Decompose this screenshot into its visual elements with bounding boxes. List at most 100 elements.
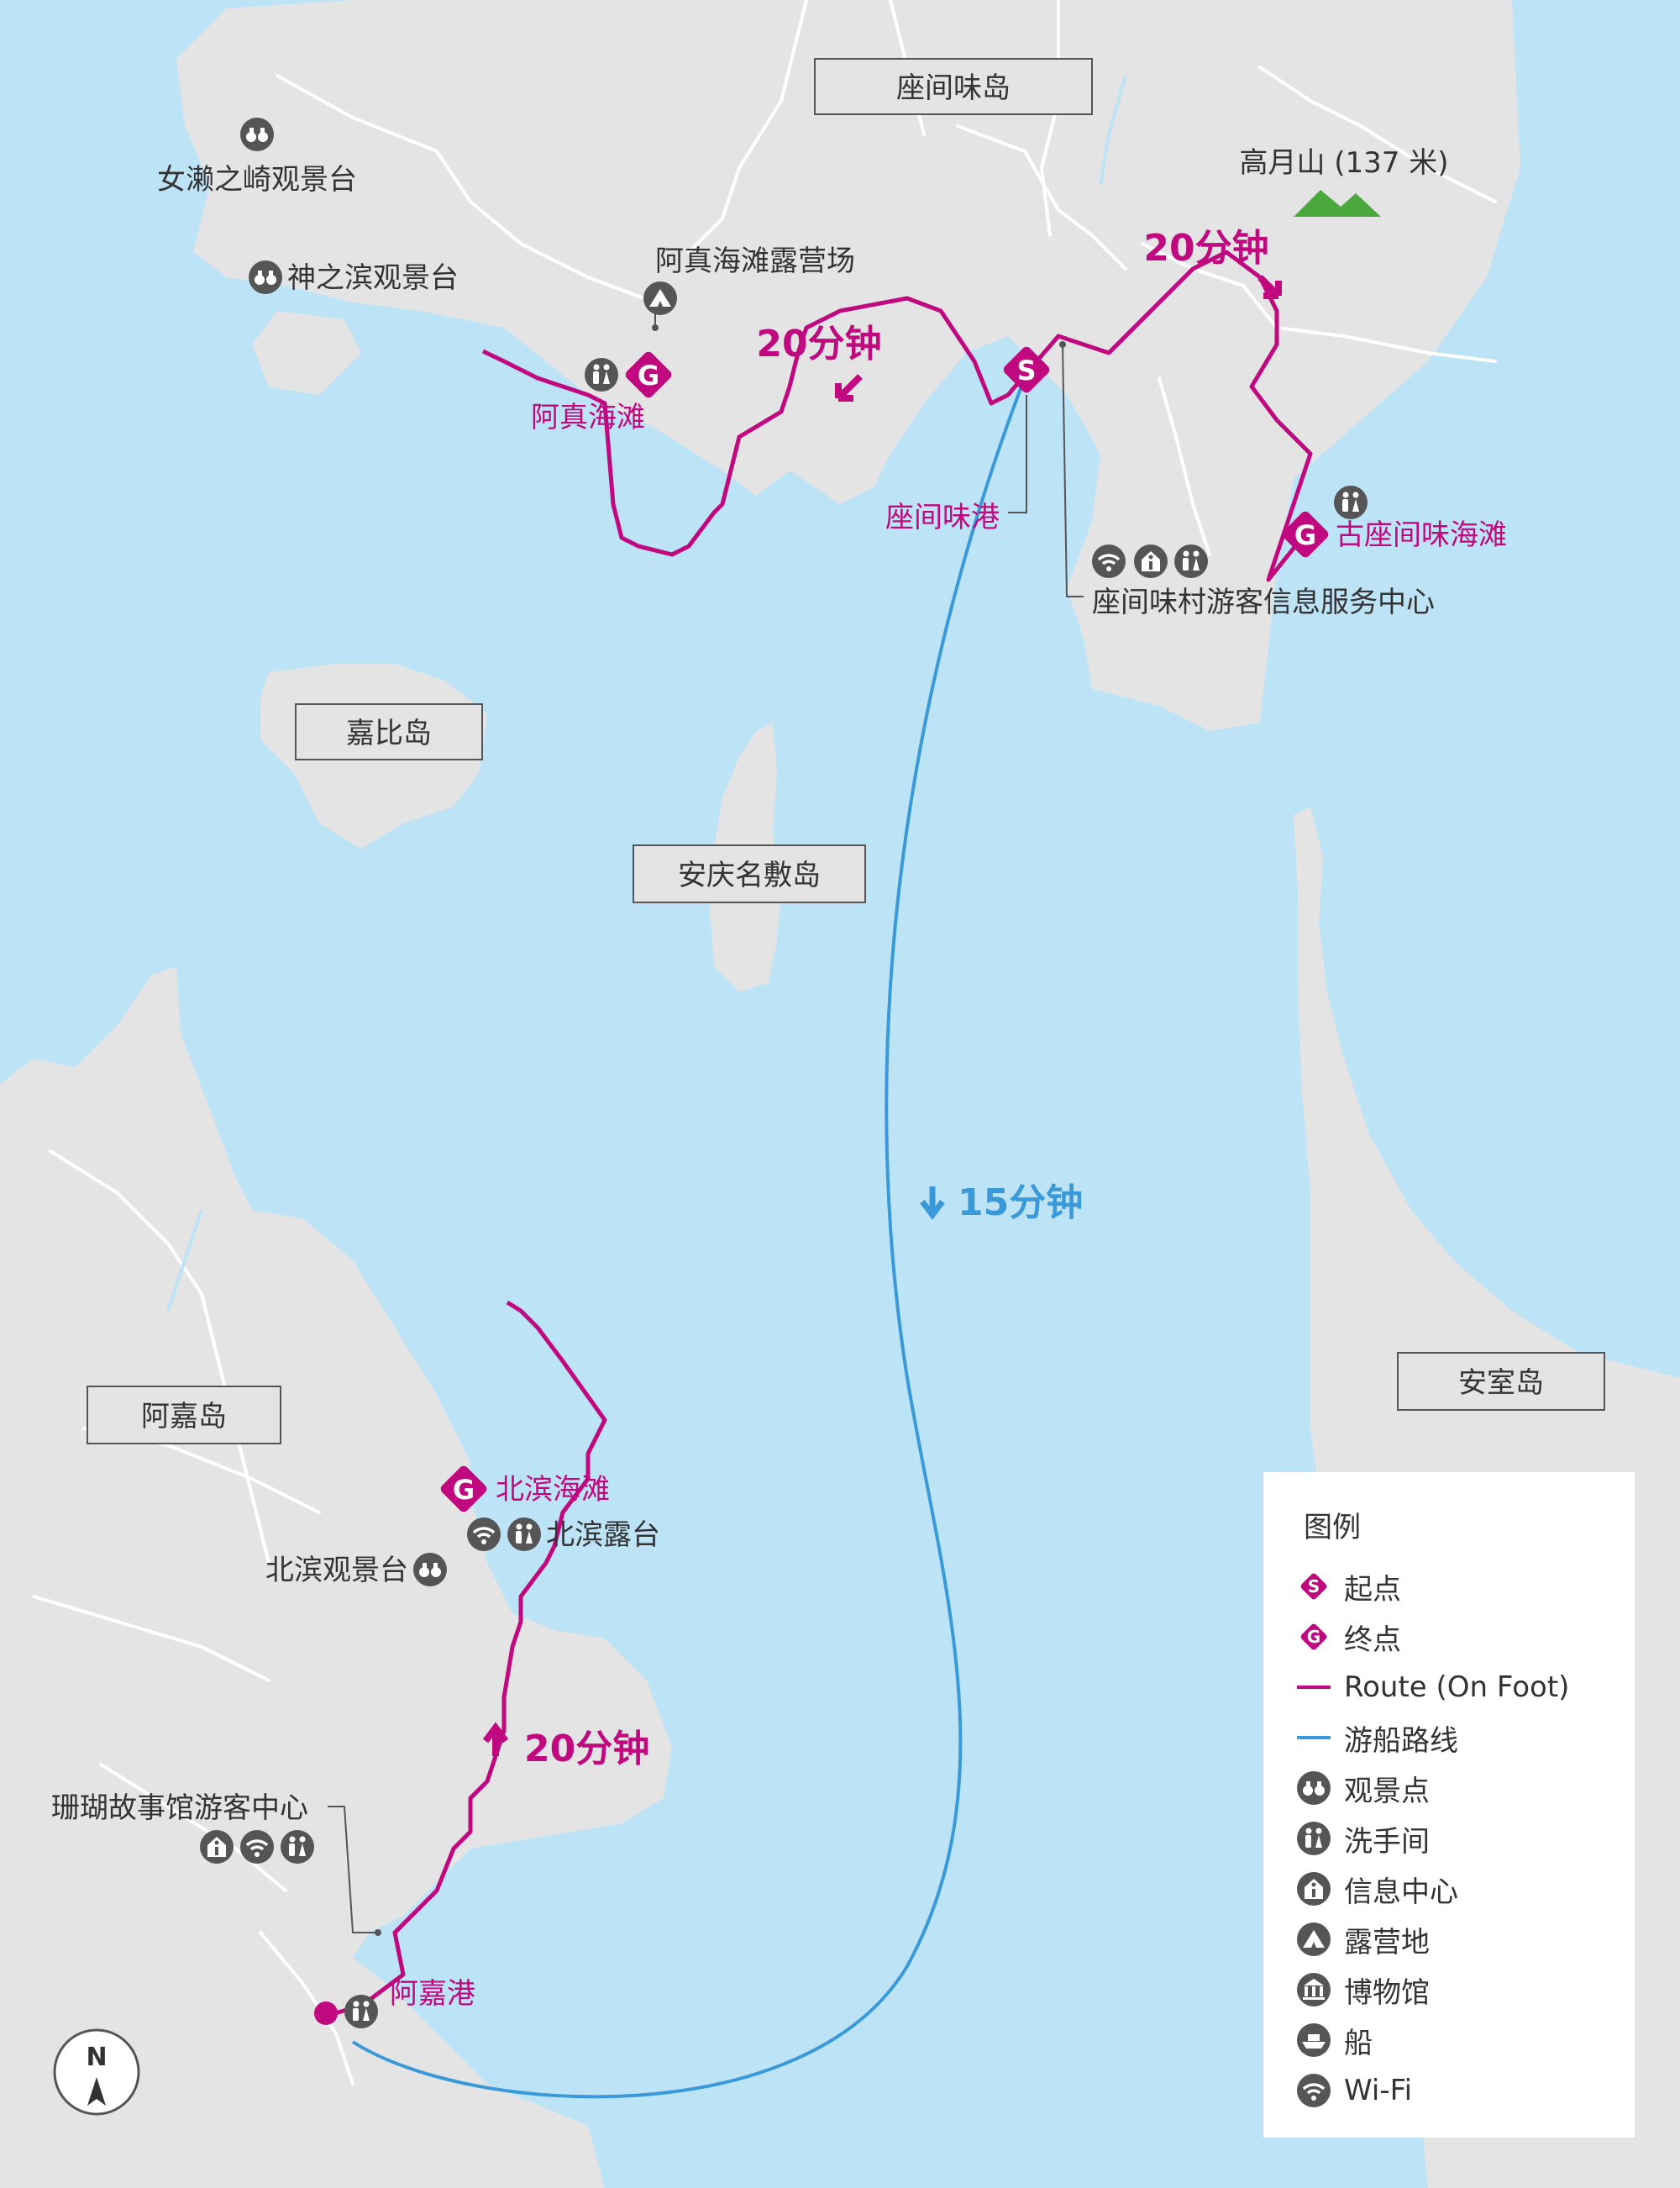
furuzamami-label: 古座间味海滩 [1336,518,1507,552]
visitor-center-label: 座间味村游客信息服务中心 [1092,586,1435,619]
walk-time-ama: 20分钟 [756,323,881,366]
road [1275,326,1497,363]
legend-item-wifi: Wi-Fi [1297,2069,1412,2112]
legend-label: 博物馆 [1344,1975,1430,2010]
coral-center-label: 珊瑚故事馆游客中心 [51,1791,308,1825]
svg-text:安庆名敷岛: 安庆名敷岛 [678,859,821,892]
island-label-agenashiki: 安庆名敷岛 [633,844,866,903]
legend-item-museum: 博物馆 [1297,1968,1430,2012]
megusaki-label: 女濑之崎观景台 [157,163,357,197]
walk-route-furuzamami [1025,250,1313,582]
river [1099,75,1127,186]
legend-item-restroom: 洗手间 [1297,1817,1430,1860]
restroom-icon [507,1517,541,1551]
legend-item-viewpoint: 观景点 [1297,1766,1430,1810]
mountain-icon [1294,190,1381,217]
islet-south-land [437,2126,538,2188]
svg-text:S: S [1308,1576,1320,1596]
island-label-zamami: 座间味岛 [814,58,1093,115]
road [687,0,808,254]
road [1141,242,1278,329]
aka-port-label: 阿嘉港 [390,1977,475,2011]
arrow-up-icon [482,1722,509,1756]
svg-text:阿嘉岛: 阿嘉岛 [141,1400,227,1433]
legend-item-ferry: 游船路线 [1297,1716,1458,1759]
info-icon [1134,544,1168,578]
aka-island-land [0,966,672,2188]
road [956,124,1127,271]
road [49,1149,203,1296]
start-icon: S [1297,1570,1331,1603]
legend-item-camp: 露营地 [1297,1917,1430,1961]
compass-icon: N [53,2028,140,2116]
svg-text:G: G [1307,1627,1320,1647]
leader-dot [1059,341,1066,348]
legend-label: 露营地 [1344,1925,1430,1959]
binoculars-icon [240,118,274,151]
ferry-time: 15分钟 [958,1181,1083,1224]
svg-text:座间味岛: 座间味岛 [896,71,1011,105]
ferry-route [351,372,1028,2099]
restroom-icon [585,358,618,392]
legend-label: 起点 [1344,1572,1401,1607]
ship-icon [1297,2023,1331,2057]
svg-text:N: N [86,2043,107,2072]
binoculars-icon [249,260,282,294]
walk-time-furuzamami: 20分钟 [1143,227,1268,270]
island-label-amuro: 安室岛 [1397,1352,1605,1411]
goal-icon: G [1297,1620,1331,1654]
nishibama-view-label: 北滨观景台 [265,1554,408,1587]
binoculars-icon [413,1553,447,1586]
camp-icon [1297,1922,1331,1956]
binoculars-icon [1297,1771,1331,1805]
legend-title: 图例 [1304,1511,1361,1544]
legend-label: Wi-Fi [1344,2074,1413,2107]
islet-west-land [252,311,361,395]
leader-port [1008,395,1027,513]
arrow-down-icon [920,1186,945,1220]
legend-item-info: 信息中心 [1297,1867,1458,1911]
takatsuki-label: 高月山 (137 米) [1239,146,1448,180]
ama-camp-label: 阿真海滩露营场 [655,245,855,278]
arrow-icon [835,374,863,402]
legend-label: 洗手间 [1344,1824,1430,1859]
ama-beach-label: 阿真海滩 [531,401,645,434]
arrow-icon [1257,275,1282,299]
leader-dot [652,324,659,331]
legend-label: 终点 [1344,1623,1401,1657]
museum-icon [1297,1973,1331,2007]
walk-route-nishibama [328,1300,607,2017]
legend-item-ship: 船 [1297,2018,1373,2062]
restroom-icon [1334,486,1368,519]
wifi-icon [465,1516,502,1553]
nishibama-terrace-label: 北滨露台 [546,1518,660,1552]
camp-icon [643,281,677,315]
island-label-aka: 阿嘉岛 [87,1386,281,1444]
leader-dot [375,1929,381,1936]
legend-item-start: S 起点 [1297,1565,1401,1608]
island-label-geruma: 嘉比岛 [295,703,483,760]
legend-label: 观景点 [1344,1774,1430,1808]
walk-time-nishibama: 20分钟 [524,1728,649,1770]
road [99,1763,287,1892]
road [1258,66,1497,203]
aka-port-dot [314,2001,338,2025]
walk-line-icon [1297,1670,1331,1704]
info-icon [1297,1872,1331,1906]
svg-text:嘉比岛: 嘉比岛 [346,717,432,750]
river [166,1209,203,1312]
legend: 图例 S 起点 G 终点 Route (On Foot) 游船路线 观景点 洗手… [1263,1472,1635,2138]
walk-route-ama [481,296,1028,557]
road [32,1595,270,1682]
restroom-icon [281,1830,314,1864]
wifi-icon [1297,2074,1331,2107]
legend-item-goal: G 终点 [1297,1615,1401,1659]
kaminohama-label: 神之滨观景台 [287,261,459,295]
info-icon [200,1830,234,1864]
road [1158,376,1211,556]
restroom-icon [344,1995,378,2028]
ferry-line-icon [1297,1721,1331,1754]
restroom-icon [1297,1822,1331,1855]
road [276,74,657,304]
leader-coral-center [328,1806,378,1933]
